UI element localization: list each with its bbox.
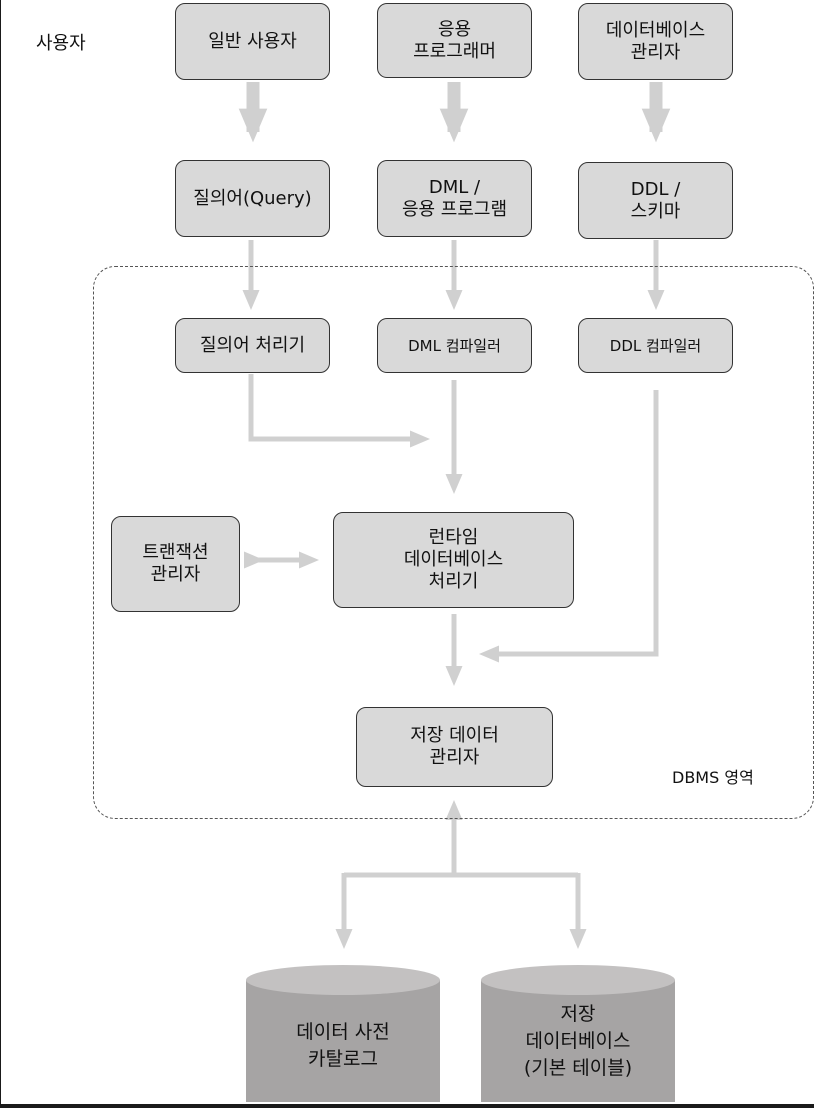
node-storage-data-manager-label: 저장 데이터 관리자 (410, 725, 499, 768)
node-dml-program: DML / 응용 프로그램 (377, 160, 532, 237)
node-ddl-compiler-label: DDL 컴파일러 (609, 336, 702, 355)
cylinder-stored-database (481, 965, 675, 1102)
node-ddl-compiler: DDL 컴파일러 (578, 318, 733, 373)
node-runtime-db-processor-label: 런타임 데이터베이스 처리기 (403, 527, 504, 592)
frame-left-border (0, 0, 1, 1108)
node-transaction-manager: 트랜잭션 관리자 (111, 516, 240, 612)
node-storage-data-manager: 저장 데이터 관리자 (356, 707, 553, 787)
node-query-processor: 질의어 처리기 (175, 318, 330, 373)
node-query-label: 질의어(Query) (193, 187, 312, 209)
node-app-programmer: 응용 프로그래머 (377, 3, 532, 78)
dbms-region-label: DBMS 영역 (672, 768, 754, 787)
arrow-query-processor-to-runtime (248, 374, 431, 448)
node-db-admin-label: 데이터베이스 관리자 (605, 19, 706, 63)
arrow-ddl-compiler-to-storage-manager (478, 390, 659, 663)
node-transaction-manager-label: 트랜잭션 관리자 (142, 542, 209, 585)
cylinder-data-dictionary (246, 965, 440, 1102)
node-general-user: 일반 사용자 (175, 3, 330, 80)
node-app-programmer-label: 응용 프로그래머 (413, 18, 496, 62)
data-dictionary-label: 데이터 사전 카탈로그 (296, 1021, 390, 1070)
users-label: 사용자 (36, 33, 86, 54)
node-query: 질의어(Query) (175, 160, 330, 237)
node-query-processor-label: 질의어 처리기 (199, 334, 306, 356)
node-ddl-schema: DDL / 스키마 (578, 162, 733, 239)
node-dml-program-label: DML / 응용 프로그램 (401, 176, 508, 220)
node-db-admin: 데이터베이스 관리자 (578, 3, 733, 80)
frame-bottom-border (0, 1104, 814, 1108)
node-ddl-schema-label: DDL / 스키마 (630, 178, 681, 222)
stored-database-label: 저장 데이터베이스 (기본 테이블) (523, 1003, 633, 1079)
node-dml-compiler: DML 컴파일러 (377, 318, 532, 373)
node-runtime-db-processor: 런타임 데이터베이스 처리기 (333, 512, 574, 608)
node-general-user-label: 일반 사용자 (208, 30, 297, 52)
node-dml-compiler-label: DML 컴파일러 (408, 336, 501, 355)
